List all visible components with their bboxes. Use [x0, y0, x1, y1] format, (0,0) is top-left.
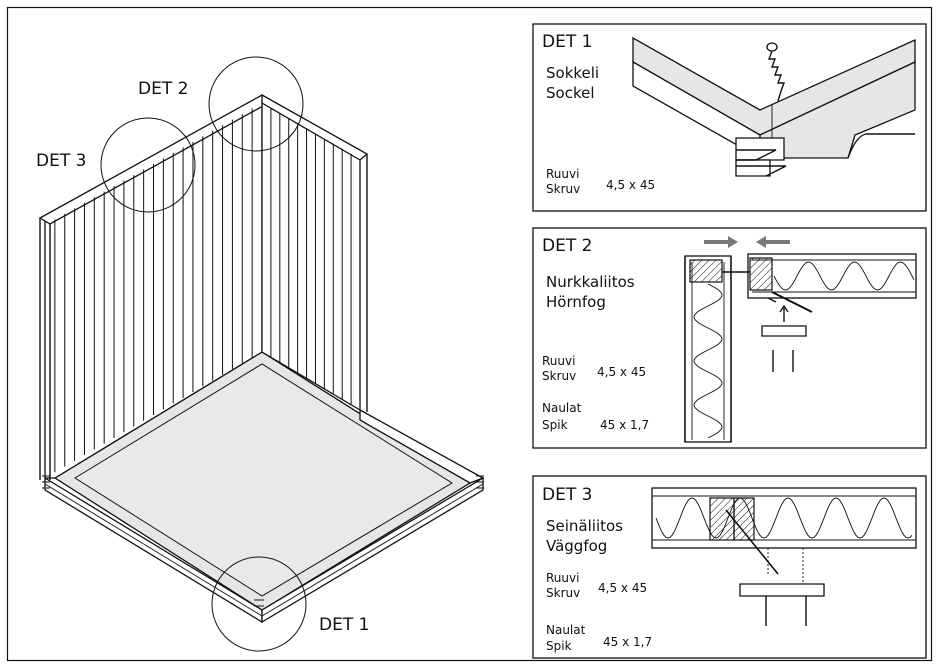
callout-circle-det3	[100, 117, 196, 213]
det3-title: DET 3	[542, 485, 592, 505]
det1-title: DET 1	[542, 32, 592, 52]
right-wall-top-plate	[261, 93, 369, 161]
det2-screw-fi: Ruuvi	[542, 354, 575, 368]
outer-frame	[6, 6, 933, 662]
det2-screw-size: 4,5 x 45	[597, 365, 646, 379]
det2-name-fi: Nurkkaliitos	[546, 273, 635, 291]
det1-sill-illustration	[632, 36, 916, 177]
det2-nail-size: 45 x 1,7	[600, 418, 649, 432]
det2-title: DET 2	[542, 236, 592, 256]
callout-circle-det1	[211, 556, 307, 652]
det1-panel: DET 1 Sokkeli Sockel Ruuvi Skruv 4,5 x 4…	[532, 23, 927, 212]
callout-det2-label: DET 2	[138, 79, 188, 99]
det3-screw-fi: Ruuvi	[546, 571, 579, 585]
callout-det3-label: DET 3	[36, 151, 86, 171]
det2-nail-sv: Spik	[542, 418, 568, 432]
det3-nail-fi: Naulat	[546, 623, 586, 637]
det2-name-sv: Hörnfog	[546, 293, 606, 311]
det1-name-fi: Sokkeli	[546, 64, 599, 82]
det3-screw-sv: Skruv	[546, 586, 580, 600]
callout-det1-label: DET 1	[319, 615, 369, 635]
det3-nail-sv: Spik	[546, 639, 572, 653]
det3-wall-joint-illustration	[651, 487, 917, 626]
det2-corner-illustration	[684, 236, 917, 443]
det3-name-fi: Seinäliitos	[546, 517, 623, 535]
det2-screw-sv: Skruv	[542, 369, 576, 383]
det3-screw-size: 4,5 x 45	[598, 581, 647, 595]
det1-name-sv: Sockel	[546, 84, 595, 102]
floor-inner	[74, 363, 453, 597]
det2-panel: DET 2 Nurkkaliitos Hörnfog Ruuvi Skruv 4…	[532, 227, 927, 449]
det1-fastener-sv: Skruv	[546, 182, 580, 196]
det3-nail-size: 45 x 1,7	[603, 635, 652, 649]
det3-panel: DET 3 Seinäliitos Väggfog Ruuvi Skruv 4,…	[532, 475, 927, 659]
det3-name-sv: Väggfog	[546, 537, 607, 555]
left-wall-boards	[54, 108, 253, 473]
det1-fastener-size: 4,5 x 45	[606, 178, 655, 192]
det1-fastener-fi: Ruuvi	[546, 167, 579, 181]
callout-circle-det2	[208, 56, 304, 152]
right-wall-boards	[270, 108, 352, 405]
det2-nail-fi: Naulat	[542, 401, 582, 415]
main-isometric-drawing: DET 2 DET 3 DET 1	[36, 56, 485, 652]
